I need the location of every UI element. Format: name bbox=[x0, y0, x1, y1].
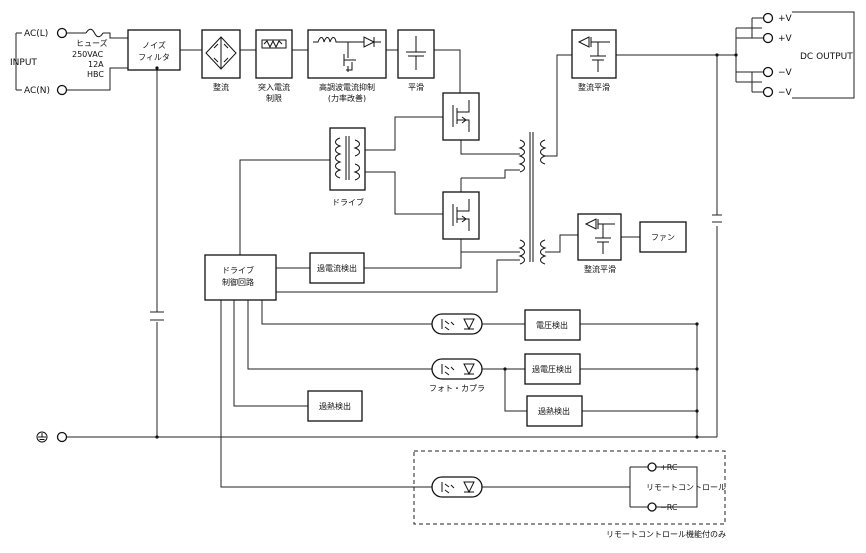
inrush-label-1: 突入電流 bbox=[258, 82, 290, 92]
terminal-ground bbox=[56, 431, 68, 443]
drive-transformer-block: ドライブ bbox=[329, 127, 366, 207]
remote-control-label: リモートコントロール bbox=[646, 483, 726, 492]
drive-label: ドライブ bbox=[332, 197, 364, 207]
fuse-current-label: 12A bbox=[88, 60, 104, 69]
photocoupler-overvoltage bbox=[431, 358, 483, 380]
photocoupler-remote bbox=[431, 476, 483, 498]
drive-control-block: ドライブ 制御回路 bbox=[204, 254, 277, 301]
main-rect-smooth-label: 整流平滑 bbox=[578, 82, 610, 92]
photocoupler-label: フォト・カプラ bbox=[429, 384, 485, 393]
plus-rc-label: +RC bbox=[660, 463, 678, 472]
fan-block: ファン bbox=[639, 221, 687, 253]
main-rect-smooth-block: 整流平滑 bbox=[571, 29, 617, 92]
svg-text:電圧検出: 電圧検出 bbox=[536, 320, 568, 330]
fuse-icon bbox=[85, 28, 104, 38]
remote-control-option-region bbox=[413, 450, 726, 525]
inrush-label-2: 制限 bbox=[266, 93, 282, 103]
fuse-name-label: ヒューズ bbox=[76, 38, 108, 48]
ac-n-label: AC(N) bbox=[24, 86, 50, 96]
inrush-limit-block: 突入電流 制限 bbox=[255, 29, 293, 103]
upper-switch-block bbox=[442, 92, 480, 141]
ac-l-label: AC(L) bbox=[24, 29, 48, 39]
overcurrent-detect-block: 過電流検出 bbox=[309, 252, 365, 284]
terminal-plus-v-1 bbox=[762, 12, 774, 24]
svg-text:ノイズ: ノイズ bbox=[142, 40, 166, 50]
dc-output-label: DC OUTPUT bbox=[800, 52, 853, 62]
terminal-minus-v-2 bbox=[762, 86, 774, 98]
voltage-detect-block: 電圧検出 bbox=[524, 309, 581, 341]
svg-text:過熱検出: 過熱検出 bbox=[319, 401, 351, 411]
fuse-voltage-label: 250VAC bbox=[72, 50, 104, 59]
photocoupler-voltage bbox=[431, 313, 483, 335]
plus-v-1-label: +V bbox=[778, 14, 793, 24]
pfc-block: 高調波電流抑制 (力率改善) bbox=[307, 29, 387, 103]
wiring bbox=[15, 27, 762, 508]
fuse-type-label: HBC bbox=[87, 70, 104, 79]
minus-v-2-label: −V bbox=[778, 88, 793, 98]
pfc-label-1: 高調波電流抑制 bbox=[319, 82, 375, 92]
svg-text:ドライブ: ドライブ bbox=[222, 265, 254, 275]
terminal-ac-l bbox=[56, 27, 68, 39]
lower-switch-block bbox=[442, 191, 480, 240]
main-transformer-icon bbox=[518, 132, 547, 265]
terminal-plus-rc bbox=[647, 462, 657, 472]
rectifier-block: 整流 bbox=[201, 29, 241, 92]
svg-text:過電圧検出: 過電圧検出 bbox=[532, 364, 572, 374]
overheat-detect-primary-block: 過熱検出 bbox=[307, 390, 363, 422]
svg-text:制御回路: 制御回路 bbox=[222, 277, 254, 287]
svg-text:フィルタ: フィルタ bbox=[138, 53, 170, 62]
terminal-minus-rc bbox=[647, 502, 657, 512]
noise-filter-block: ノイズ フィルタ bbox=[127, 29, 181, 71]
overheat-detect-secondary-block: 過熱検出 bbox=[526, 395, 583, 427]
smoothing-block: 平滑 bbox=[397, 29, 435, 92]
terminal-ac-n bbox=[56, 84, 68, 96]
svg-text:過電流検出: 過電流検出 bbox=[317, 263, 357, 273]
terminal-plus-v-2 bbox=[762, 32, 774, 44]
input-label: INPUT bbox=[10, 58, 37, 68]
dc-output-bracket bbox=[792, 11, 855, 99]
plus-v-2-label: +V bbox=[778, 34, 793, 44]
earth-ground-icon bbox=[36, 431, 48, 443]
terminal-minus-v-1 bbox=[762, 66, 774, 78]
junction-dots bbox=[155, 53, 738, 439]
fan-rect-smooth-block: 整流平滑 bbox=[577, 213, 622, 274]
rectifier-label: 整流 bbox=[213, 82, 229, 92]
smoothing-label: 平滑 bbox=[408, 82, 424, 92]
remote-note-label: リモートコントロール機能付のみ bbox=[606, 529, 726, 539]
svg-text:過熱検出: 過熱検出 bbox=[538, 406, 570, 416]
minus-rc-label: −RC bbox=[660, 503, 678, 512]
pfc-label-2: (力率改善) bbox=[328, 93, 366, 103]
minus-v-1-label: −V bbox=[778, 68, 793, 78]
svg-text:ファン: ファン bbox=[651, 233, 675, 242]
fan-rect-smooth-label: 整流平滑 bbox=[584, 264, 616, 274]
overvoltage-detect-block: 過電圧検出 bbox=[524, 353, 581, 385]
